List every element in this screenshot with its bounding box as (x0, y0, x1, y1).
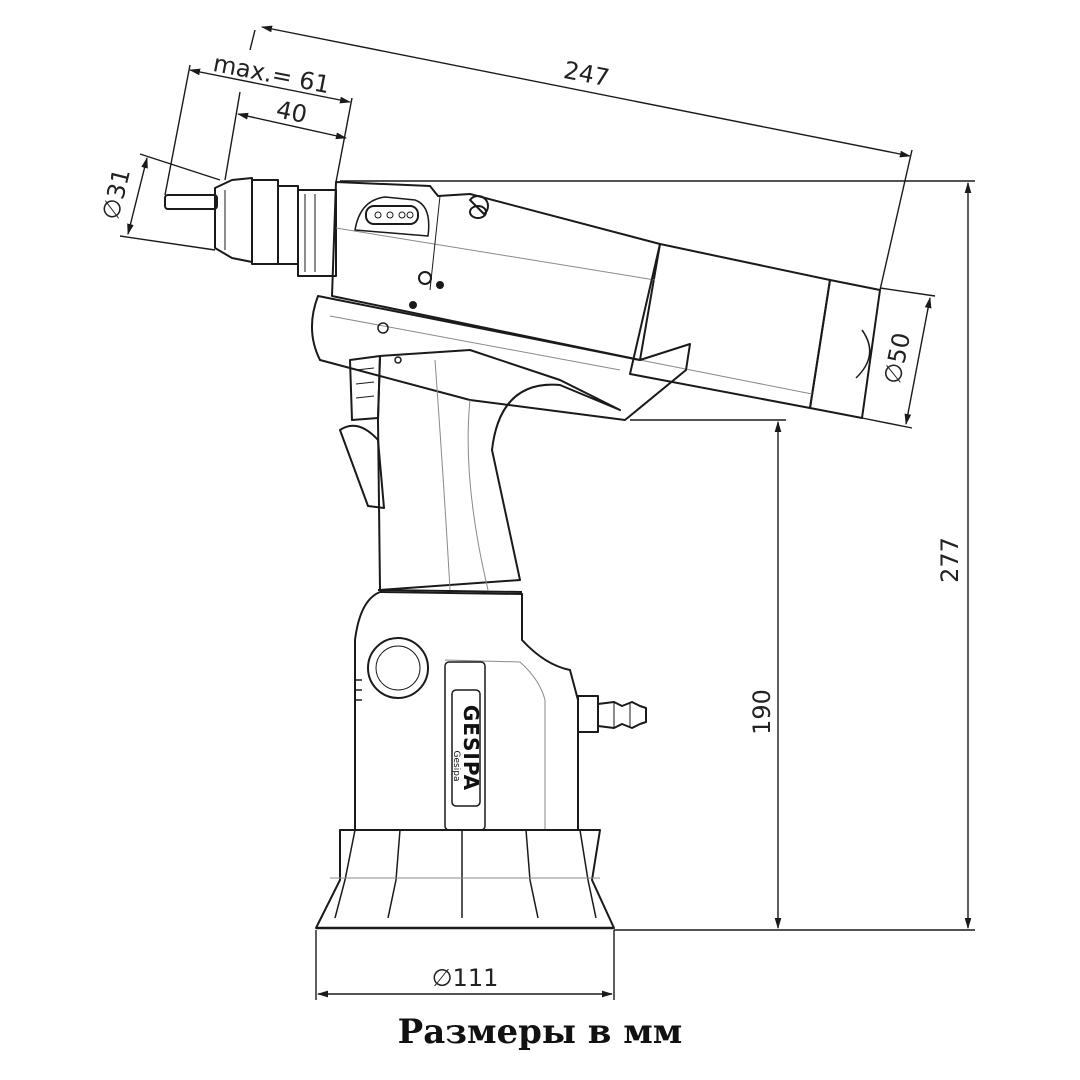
label-40: 40 (274, 95, 310, 129)
lower-frame (310, 295, 691, 421)
label-d111: ∅111 (432, 964, 499, 992)
barrel-body (331, 181, 661, 361)
caption: Размеры в мм (397, 1012, 683, 1052)
dimension-d50 (904, 296, 932, 426)
brand-logo-text: GESIPA (459, 705, 483, 791)
air-inlet (577, 695, 647, 733)
dimension-d31 (127, 156, 148, 236)
label-247: 247 (561, 56, 611, 92)
brand-logo: GESIPA Gesipa (451, 689, 483, 807)
dimension-max61 (188, 68, 352, 104)
handle (377, 349, 621, 593)
label-max61: max.= 61 (211, 49, 332, 99)
label-d31: ∅31 (96, 166, 136, 223)
nose-piece (164, 177, 337, 277)
tool-outline (164, 177, 881, 930)
rear-cylinder (629, 243, 881, 419)
base-foot (315, 829, 615, 930)
label-d50: ∅50 (878, 330, 916, 386)
label-190: 190 (748, 689, 776, 735)
brand-logo-tagline: Gesipa (451, 751, 461, 782)
dimension-labels: max.= 61 40 247 ∅31 ∅50 277 190 ∅111 (96, 49, 964, 992)
dimension-247 (260, 25, 912, 158)
label-277: 277 (936, 537, 964, 583)
dimension-40 (236, 112, 348, 140)
dimension-lines (119, 25, 975, 1000)
